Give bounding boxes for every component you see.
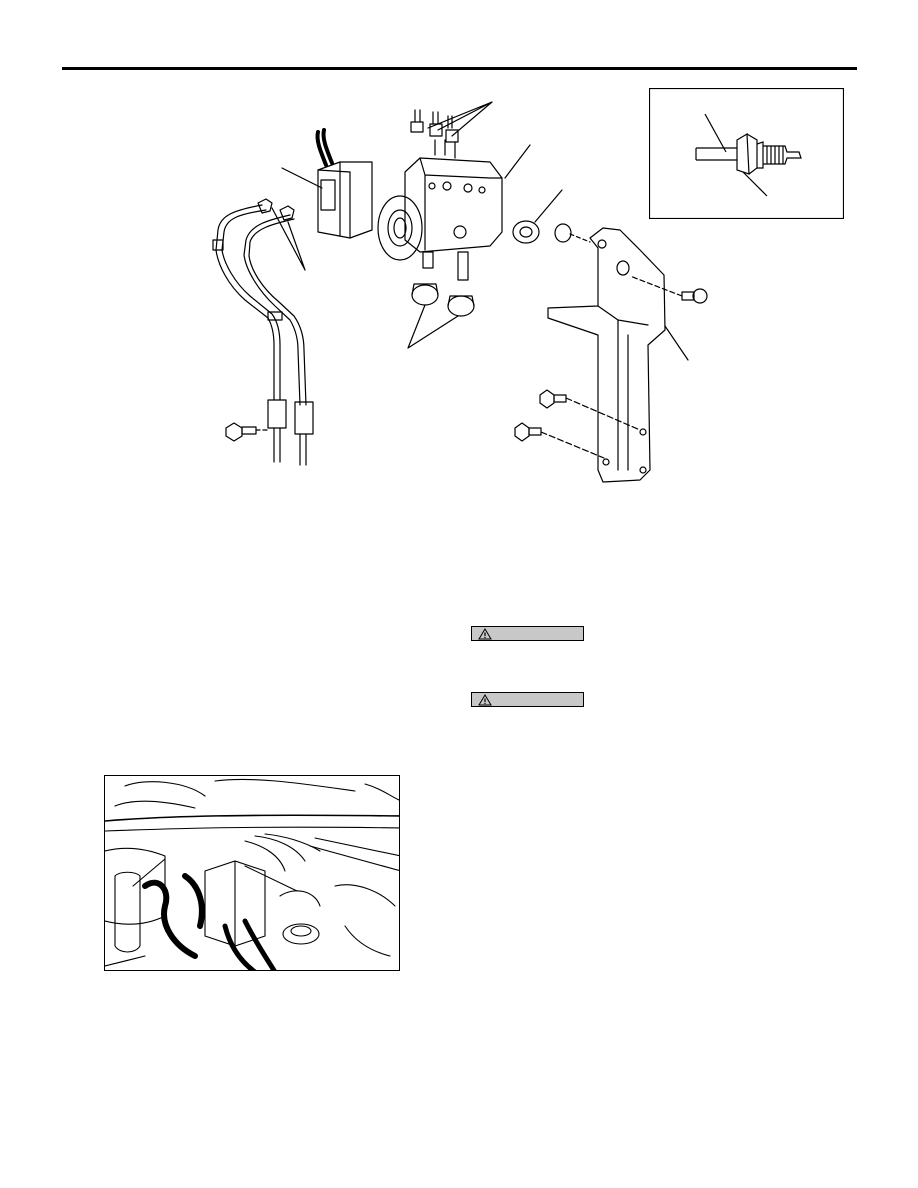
brake-tube-assembly [212,198,314,466]
leader-line [504,144,531,179]
abs-ecu [315,128,373,239]
leader-line [534,189,563,223]
leader-line [271,207,306,271]
insulator-upper [512,220,540,244]
exploded-view-diagram [212,101,708,483]
abs-bracket [547,227,666,483]
bolt-left [225,422,269,442]
hydraulic-unit-bolts [410,109,459,143]
caution-box [471,626,584,641]
engine-compartment-illustration [104,775,400,971]
insulator-lower-pair [411,283,475,317]
bracket-bolt-right [629,275,708,304]
leader-line [407,304,459,349]
collar [554,223,591,243]
flare-nut-inset [649,88,844,219]
header-rule [62,67,857,70]
hydraulic-unit [377,139,503,281]
bracket-bolt-lower-1 [539,389,641,431]
caution-box [471,692,584,707]
leader-line [664,325,689,361]
bracket-bolt-lower-2 [514,422,605,459]
warning-triangle-icon [478,628,492,640]
warning-triangle-icon [478,694,492,706]
leader-line [427,101,493,137]
leader-line [281,167,323,189]
